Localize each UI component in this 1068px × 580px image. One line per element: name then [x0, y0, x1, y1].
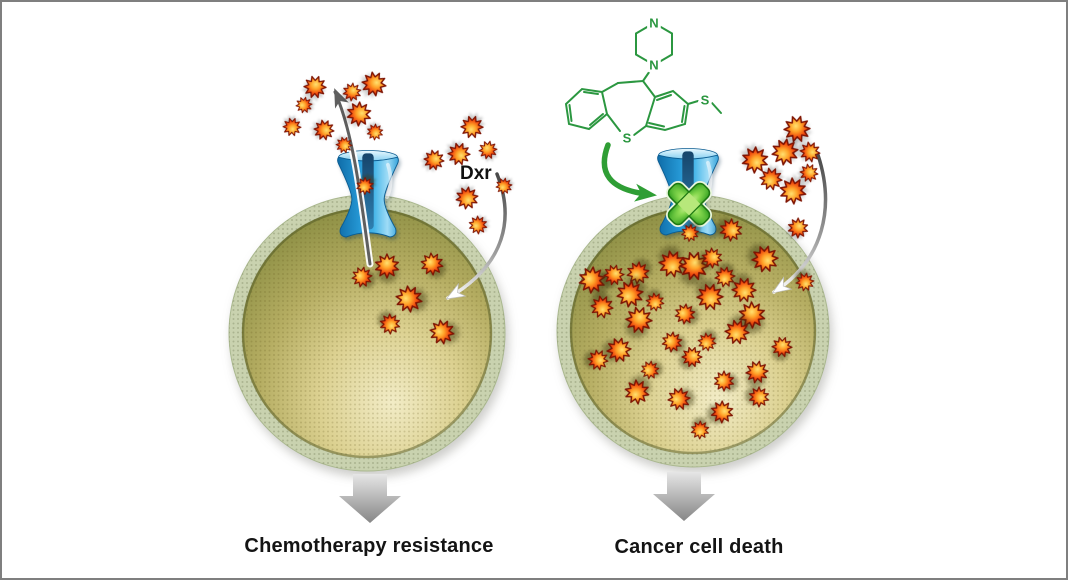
- atom-n-top: N: [649, 16, 658, 31]
- drug-particle-icon: [477, 138, 499, 162]
- drug-particle-icon: [456, 111, 488, 143]
- efflux-pump-left: [337, 150, 399, 238]
- drug-particle-icon: [798, 162, 820, 184]
- atom-s-methyl: S: [701, 93, 710, 108]
- dxr-label: Dxr: [460, 163, 492, 184]
- drug-particle-icon: [309, 115, 339, 145]
- drug-particle-icon: [359, 70, 389, 98]
- atom-n-bottom: N: [649, 58, 658, 73]
- drug-particle-icon: [769, 136, 801, 168]
- right-caption: Cancer cell death: [614, 536, 784, 558]
- inhibitor-arrowhead-icon: [634, 183, 657, 202]
- dxr-arrowhead-right-icon: [771, 276, 793, 294]
- drug-particle-icon: [280, 115, 304, 139]
- drug-particle-icon: [454, 185, 480, 211]
- dxr-entry-arrow-right: [771, 153, 828, 294]
- efflux-arrowhead-icon: [334, 88, 349, 109]
- inhibitor-arrow: [601, 142, 657, 202]
- down-arrow-right-icon: [653, 472, 715, 521]
- atom-s-ring: S: [623, 131, 632, 146]
- drug-particle-icon: [741, 145, 769, 175]
- left-efflux-particles: [280, 70, 389, 156]
- drug-particle-icon: [466, 213, 490, 237]
- chemical-structure: N N S S: [564, 13, 722, 149]
- efflux-arrow: [331, 88, 374, 268]
- blocker-x-icon: [666, 181, 712, 227]
- dxr-arrowhead-left-icon: [445, 282, 467, 300]
- drug-particle-icon: [422, 148, 446, 172]
- down-arrow-left-icon: [339, 474, 401, 523]
- left-caption: Chemotherapy resistance: [244, 535, 494, 557]
- drug-particle-icon: [366, 123, 384, 141]
- drug-particle-icon: [299, 71, 331, 103]
